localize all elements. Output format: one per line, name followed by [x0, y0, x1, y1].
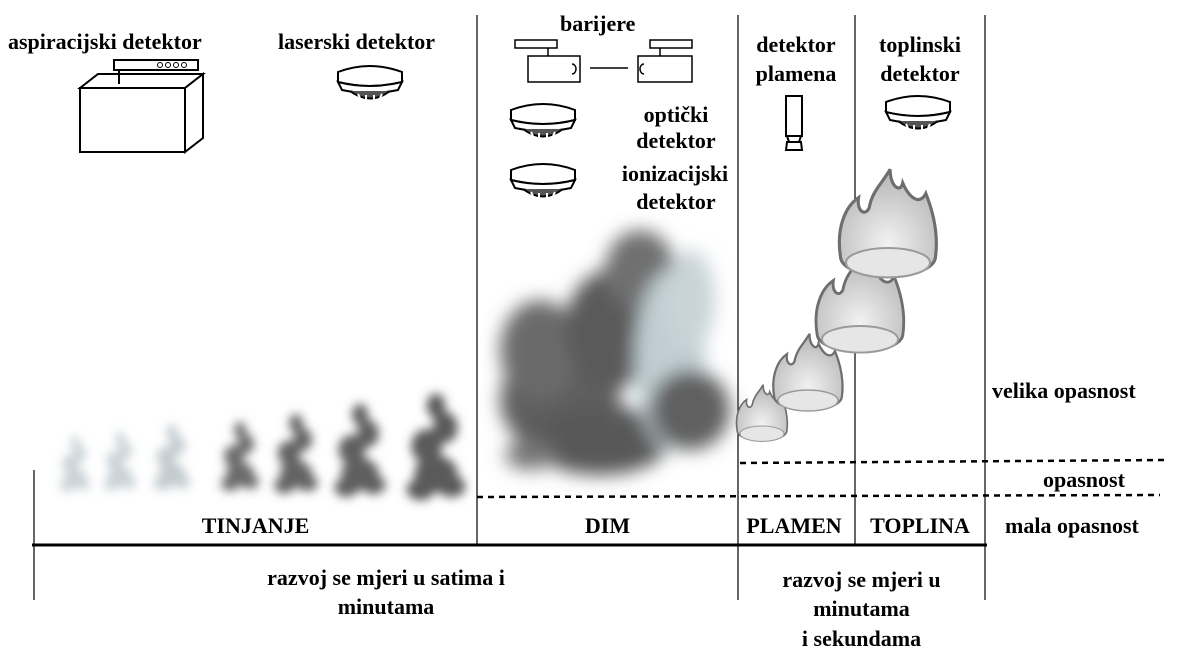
- laser-detector-icon: [337, 65, 403, 101]
- ionization-detector-icon: [510, 163, 576, 199]
- timescale-seconds-line-2: minutama: [813, 596, 910, 621]
- laser-detector-label: laserski detektor: [278, 29, 436, 54]
- stage-flame: PLAMEN: [746, 513, 842, 538]
- smoldering-smoke: [59, 393, 466, 501]
- heat-detector-label-2: detektor: [880, 61, 960, 86]
- flames: [735, 167, 938, 443]
- barriers-label: barijere: [560, 11, 636, 36]
- low-danger-threshold: [476, 493, 1161, 499]
- timescale-seconds-line-1: razvoj se mjeri u: [782, 567, 941, 592]
- danger-threshold: [739, 458, 1166, 465]
- aspiration-detector-icon: [77, 59, 206, 155]
- flame-detector-icon: [784, 95, 804, 151]
- aspiration-detector-label: aspiracijski detektor: [8, 29, 202, 54]
- ionization-detector-label-2: detektor: [636, 189, 716, 214]
- danger-medium-label: opasnost: [1043, 467, 1125, 492]
- optical-detector-label-1: optički: [643, 102, 709, 127]
- stage-heat: TOPLINA: [870, 513, 970, 538]
- ionization-detector-label-1: ionizacijski: [621, 161, 729, 186]
- timescale-hours-line-1: razvoj se mjeri u satima i: [267, 565, 505, 590]
- smoke-cloud: [500, 230, 730, 475]
- heat-detector-label-1: toplinski: [879, 32, 961, 57]
- timescale-hours-line-2: minutama: [337, 594, 435, 619]
- flame-detector-label-1: detektor: [756, 32, 836, 57]
- barrier-detector-icon: [514, 39, 693, 83]
- heat-detector-icon: [885, 95, 951, 131]
- flame-detector-label-2: plamena: [755, 61, 837, 86]
- stage-smoldering: TINJANJE: [201, 513, 310, 538]
- danger-high-label: velika opasnost: [992, 378, 1136, 403]
- optical-detector-label-2: detektor: [636, 128, 716, 153]
- stage-smoke: DIM: [584, 513, 631, 538]
- danger-low-label: mala opasnost: [1005, 513, 1139, 538]
- optical-detector-icon: [510, 103, 576, 139]
- timescale-seconds-line-3: i sekundama: [801, 626, 922, 651]
